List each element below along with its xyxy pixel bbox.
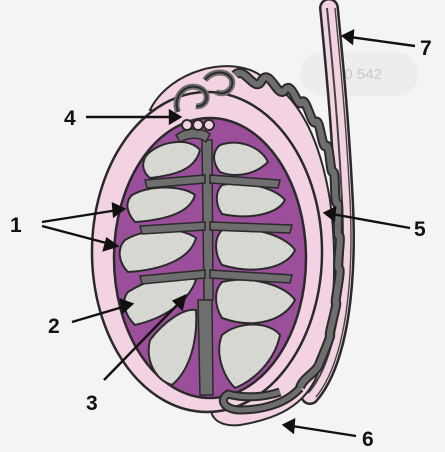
label-7: 7 — [420, 37, 432, 60]
watermark: 20 542 — [300, 52, 418, 96]
pointer-7 — [350, 37, 415, 46]
pointer-6 — [292, 426, 356, 436]
label-5: 5 — [414, 218, 426, 241]
label-3: 3 — [86, 392, 98, 415]
label-1: 1 — [10, 214, 22, 237]
label-6: 6 — [362, 428, 374, 451]
label-4: 4 — [64, 107, 76, 130]
label-2: 2 — [48, 315, 60, 338]
